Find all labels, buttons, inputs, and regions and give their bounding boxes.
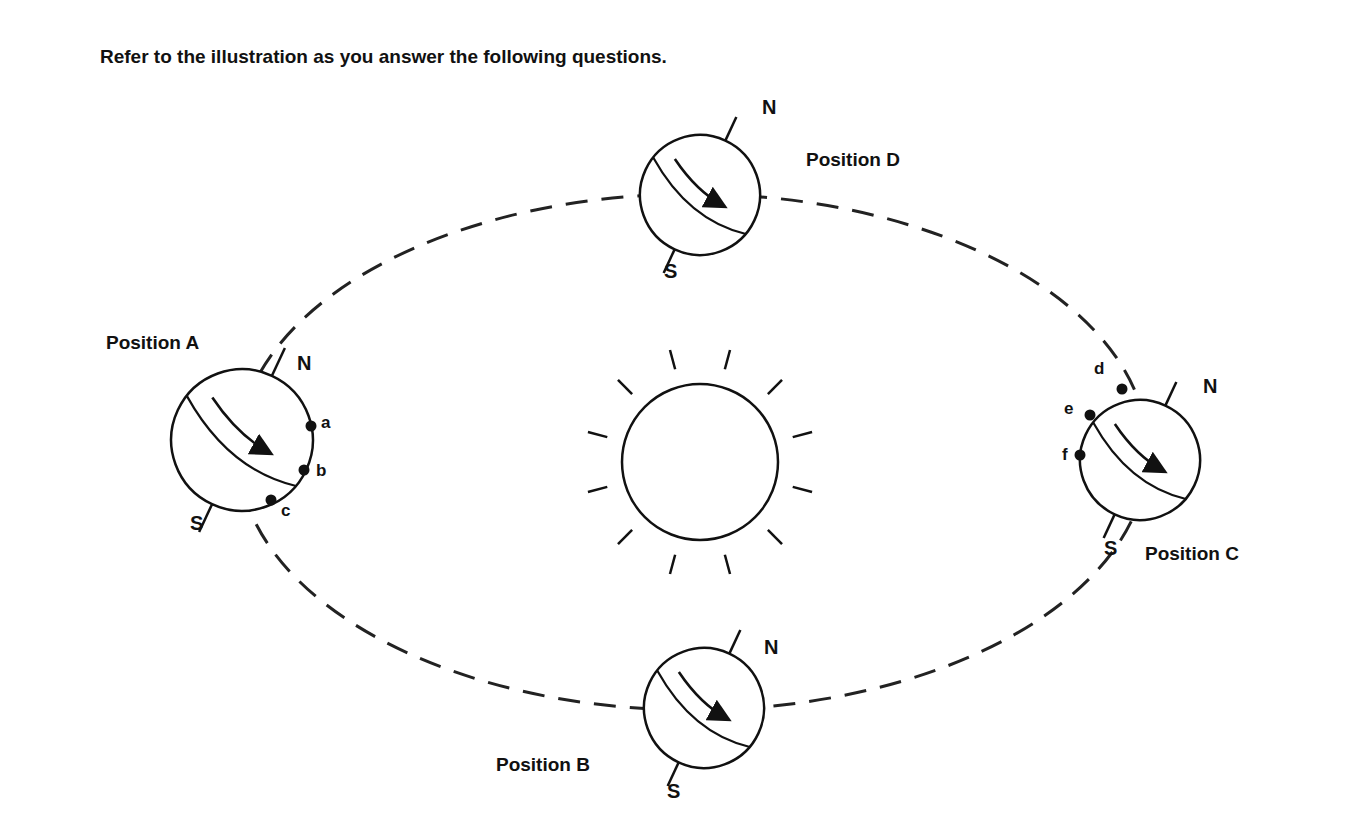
point-label: a (321, 414, 330, 433)
point-label: e (1064, 400, 1073, 419)
pole-label: N (297, 352, 311, 374)
pole-label: S (1104, 537, 1117, 559)
position-label: Position B (496, 755, 590, 776)
point-label: c (281, 502, 290, 521)
position-label: Position A (106, 333, 199, 354)
page-title: Refer to the illustration as you answer … (100, 47, 667, 68)
point-label: b (316, 462, 326, 481)
pole-label: S (667, 780, 680, 802)
sun-ray (588, 487, 607, 492)
pole-label: N (1203, 375, 1217, 397)
sun-ray (768, 530, 782, 544)
pole-label: S (190, 512, 203, 534)
sun-ray (670, 555, 675, 574)
sun-ray (618, 530, 632, 544)
sun-ray (793, 432, 812, 437)
pole-label: N (764, 636, 778, 658)
sun-ray (588, 432, 607, 437)
sun-ray (725, 555, 730, 574)
sun-ray (793, 487, 812, 492)
pole-label: N (762, 96, 776, 118)
position-label: Position C (1145, 544, 1239, 565)
sun-ray (768, 380, 782, 394)
position-label: Position D (806, 150, 900, 171)
sun-ray (670, 350, 675, 369)
point-label: f (1062, 446, 1068, 465)
pole-label: S (664, 260, 677, 282)
point-label: d (1094, 360, 1104, 379)
sun-ray (618, 380, 632, 394)
sun-ray (725, 350, 730, 369)
